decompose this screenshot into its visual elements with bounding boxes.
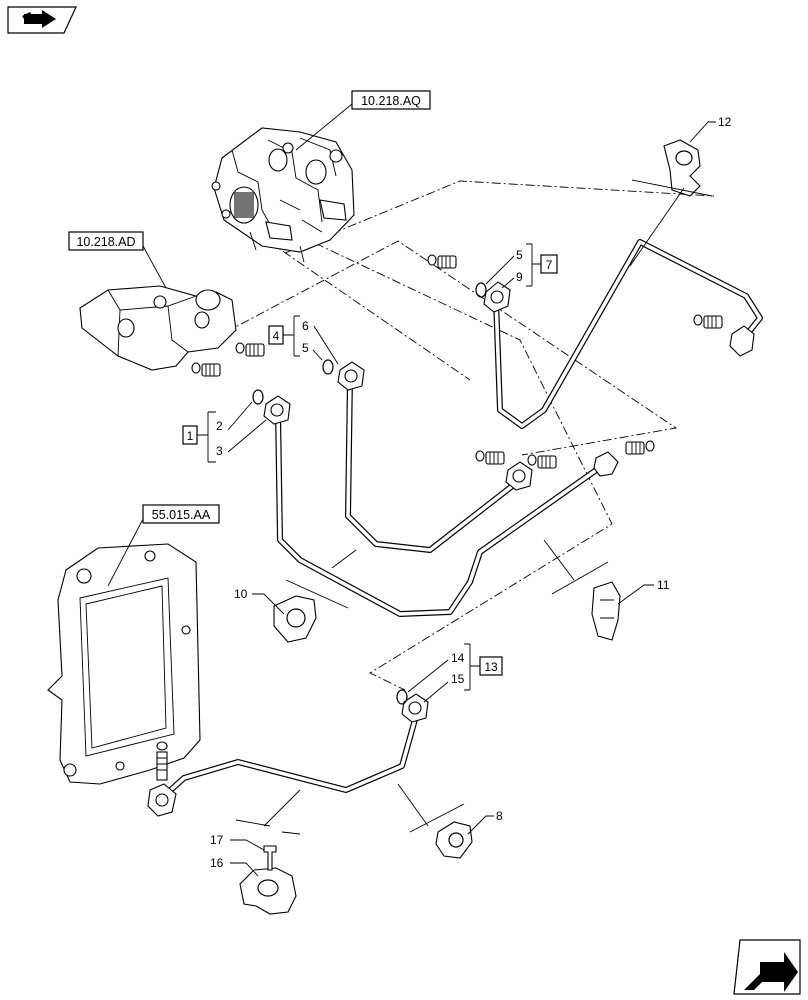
next-page-arrow-icon[interactable] [733,939,801,995]
clip-10 [273,549,357,643]
svg-text:5: 5 [302,341,309,355]
callout-box-13[interactable]: 13 [464,643,503,691]
callout-8: 8 [467,809,503,835]
clip-8 [397,783,473,859]
banjo-bolts [156,254,723,781]
arrow-icon[interactable] [7,6,77,34]
callout-14: 14 [407,651,465,693]
svg-text:10.218.AD: 10.218.AD [76,235,135,249]
injection-pump [211,127,355,263]
svg-text:12: 12 [718,115,732,129]
svg-text:17: 17 [210,833,224,847]
callout-9: 9 [501,270,523,289]
svg-text:11: 11 [657,578,670,592]
svg-text:8: 8 [496,809,503,823]
svg-text:10.218.AQ: 10.218.AQ [361,94,421,108]
svg-text:6: 6 [302,319,309,333]
callout-box-4[interactable]: 4 [268,315,300,357]
svg-text:55.015.AA: 55.015.AA [152,508,211,522]
svg-text:7: 7 [546,258,553,272]
svg-text:15: 15 [451,672,465,686]
callout-6: 6 [302,319,339,365]
centre-lines [225,180,715,691]
callout-12: 12 [689,115,732,143]
callout-17: 17 [210,833,265,851]
svg-text:1: 1 [187,429,194,443]
callout-11: 11 [617,578,670,605]
callout-5-right: 5 [485,248,523,285]
pipe-fittings [147,281,755,817]
callout-box-7[interactable]: 7 [526,243,558,287]
svg-text:9: 9 [516,270,523,284]
svg-text:10: 10 [234,587,248,601]
svg-text:4: 4 [273,329,280,343]
callout-16: 16 [210,856,259,877]
svg-text:3: 3 [216,444,223,458]
callout-box-1[interactable]: 1 [182,411,216,463]
callout-3: 3 [216,419,267,458]
svg-text:14: 14 [451,651,465,665]
svg-text:5: 5 [516,248,523,262]
callout-5-left: 5 [302,341,323,361]
svg-text:2: 2 [216,419,223,433]
o-rings [252,282,487,705]
fuel-filter-head [79,285,237,371]
bracket-16 [235,789,301,915]
ref-box-55-015-aa[interactable]: 55.015.AA [107,504,220,587]
clip-11 [543,539,621,641]
clip-12 [629,139,713,267]
ref-box-10-218-ad[interactable]: 10.218.AD [68,231,167,289]
svg-text:13: 13 [484,660,498,674]
callout-15: 15 [423,672,465,703]
callout-10: 10 [234,587,285,615]
ecu-module [47,543,201,785]
svg-text:16: 16 [210,856,224,870]
callout-2: 2 [216,401,253,433]
ref-box-10-218-aq[interactable]: 10.218.AQ [295,90,431,151]
fuel-pipes [161,239,763,799]
